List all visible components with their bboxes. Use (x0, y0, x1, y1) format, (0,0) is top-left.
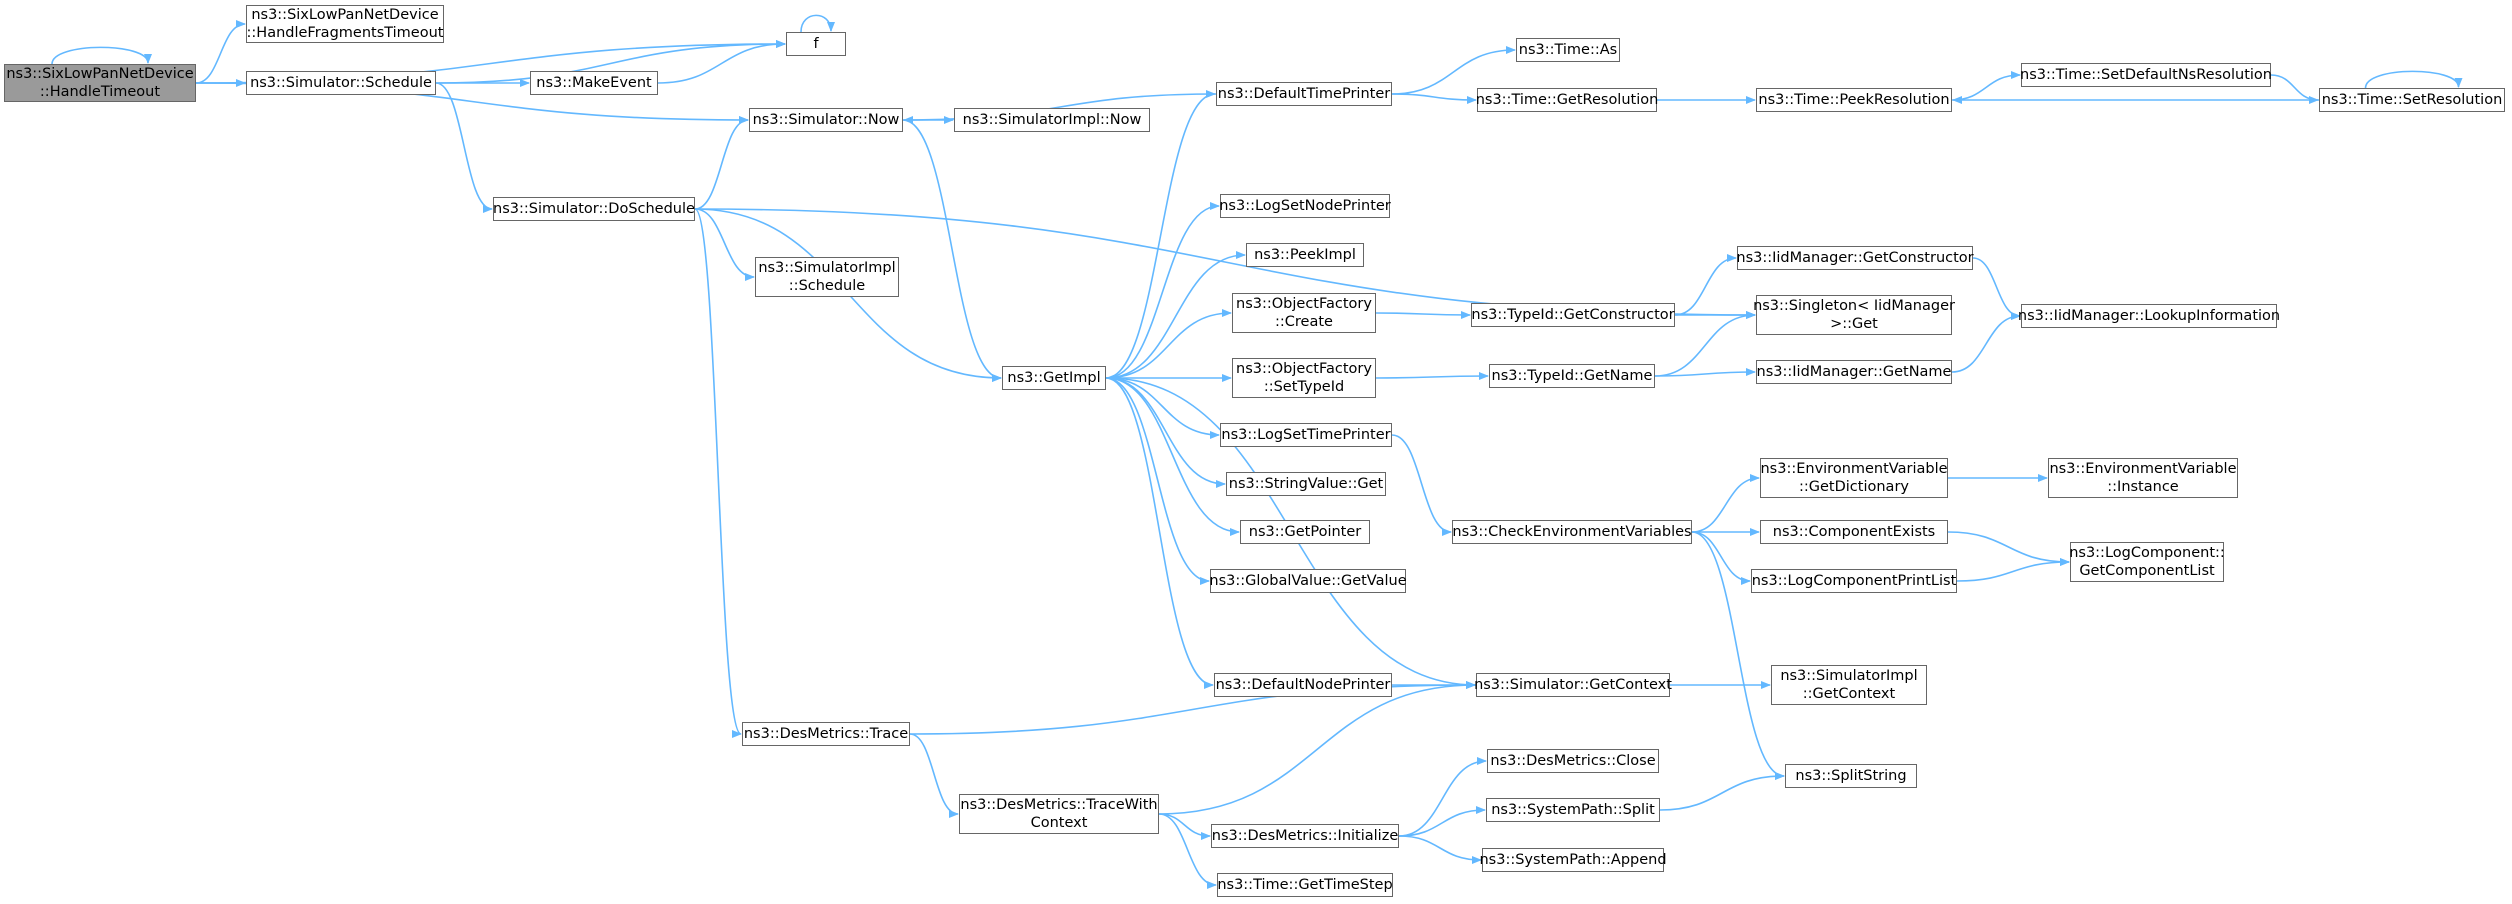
edge-des_trace-to-trace_ctx (909, 733, 959, 818)
node-logcomponent-get-component-list[interactable]: ns3::LogComponent::GetComponentList (2069, 542, 2225, 582)
node-desmetrics-trace[interactable]: ns3::DesMetrics::Trace (742, 722, 910, 746)
edge-systempath_split-to-split_string (1659, 772, 1785, 811)
edge-get_impl-to-string_value_get (1105, 377, 1226, 488)
node-time-peek-resolution[interactable]: ns3::Time::PeekResolution (1756, 88, 1952, 112)
edge-layer (51, 14, 2463, 889)
node-typeid-get-constructor[interactable]: ns3::TypeId::GetConstructor (1471, 303, 1675, 327)
node-environmentvariable-instance[interactable]: ns3::EnvironmentVariable::Instance (2048, 458, 2238, 498)
edge-iid_get_name-to-iid_lookup (1951, 312, 2021, 373)
node-systempath-append[interactable]: ns3::SystemPath::Append (1479, 848, 1667, 872)
node-get-impl[interactable]: ns3::GetImpl (1002, 366, 1106, 390)
edge-get_impl-to-log_set_time_printer (1105, 377, 1220, 439)
edge-f-to-f (800, 14, 835, 33)
edge-des_initialize-to-systempath_split (1398, 806, 1486, 837)
edge-default_time_printer-to-get_resolution (1391, 93, 1477, 104)
node-iidmanager-get-name[interactable]: ns3::IidManager::GetName (1756, 360, 1952, 384)
node-simulatorimpl-schedule[interactable]: ns3::SimulatorImpl::Schedule (755, 257, 899, 297)
node-desmetrics-initialize[interactable]: ns3::DesMetrics::Initialize (1211, 824, 1399, 848)
edge-get_impl-to-default_node_printer (1105, 377, 1214, 689)
edge-sim_schedule-to-f (435, 40, 786, 84)
node-f[interactable]: f (786, 32, 846, 56)
node-time-get-resolution[interactable]: ns3::Time::GetResolution (1476, 88, 1658, 112)
edge-des_initialize-to-des_close (1398, 757, 1487, 837)
node-time-get-timestep[interactable]: ns3::Time::GetTimeStep (1217, 873, 1393, 897)
edge-log_component_print_list-to-log_get_component_list (1956, 558, 2070, 582)
node-time-set-default-ns-resolution[interactable]: ns3::Time::SetDefaultNsResolution (2020, 63, 2272, 87)
edge-iid_get_constructor-to-iid_lookup (1972, 257, 2021, 320)
node-log-set-node-printer[interactable]: ns3::LogSetNodePrinter (1219, 194, 1391, 218)
edge-get_impl-to-log_set_node_printer (1105, 202, 1220, 379)
node-component-exists[interactable]: ns3::ComponentExists (1760, 520, 1948, 544)
node-handle-fragments-timeout[interactable]: ns3::SixLowPanNetDevice::HandleFragments… (246, 5, 444, 43)
node-singleton-iidmanager-get[interactable]: ns3::Singleton< IidManager >::Get (1753, 295, 1955, 335)
node-desmetrics-close[interactable]: ns3::DesMetrics::Close (1487, 749, 1659, 773)
node-simulator-do-schedule[interactable]: ns3::Simulator::DoSchedule (493, 197, 695, 221)
node-simulator-now[interactable]: ns3::Simulator::Now (749, 108, 903, 132)
edge-typeid_get_name-to-singleton_get (1654, 311, 1756, 377)
edge-trace_ctx-to-time_get_timestep (1158, 813, 1217, 889)
edge-default_time_printer-to-time_as (1391, 46, 1516, 95)
edge-do_schedule-to-simimpl_schedule (694, 208, 755, 281)
node-simulatorimpl-now[interactable]: ns3::SimulatorImpl::Now (954, 108, 1150, 132)
node-simulatorimpl-get-context[interactable]: ns3::SimulatorImpl::GetContext (1771, 665, 1927, 705)
node-simulator-get-context[interactable]: ns3::Simulator::GetContext (1474, 673, 1672, 697)
node-make-event[interactable]: ns3::MakeEvent (530, 71, 658, 95)
edge-trace_ctx-to-sim_get_context (1158, 681, 1476, 815)
edge-set_default_ns-to-set_resolution (2270, 74, 2319, 104)
node-environmentvariable-get-dictionary[interactable]: ns3::EnvironmentVariable::GetDictionary (1760, 458, 1948, 498)
node-iidmanager-get-constructor[interactable]: ns3::IidManager::GetConstructor (1736, 246, 1974, 270)
edge-of_set_typeid-to-typeid_get_name (1375, 372, 1489, 381)
node-objectfactory-set-typeid[interactable]: ns3::ObjectFactory::SetTypeId (1232, 358, 1376, 398)
edge-make_event-to-f (657, 40, 786, 84)
node-time-as[interactable]: ns3::Time::As (1516, 38, 1620, 62)
node-time-set-resolution[interactable]: ns3::Time::SetResolution (2319, 88, 2505, 112)
node-systempath-split[interactable]: ns3::SystemPath::Split (1486, 798, 1660, 822)
node-check-environment-variables[interactable]: ns3::CheckEnvironmentVariables (1452, 520, 1692, 544)
node-log-set-time-printer[interactable]: ns3::LogSetTimePrinter (1220, 423, 1392, 447)
edge-root-to-handle_frag (195, 20, 246, 84)
edge-check_env-to-env_get_dict (1691, 474, 1760, 533)
edge-typeid_get_constructor-to-iid_get_constructor (1674, 254, 1737, 316)
node-simulator-schedule[interactable]: ns3::Simulator::Schedule (246, 71, 436, 95)
node-typeid-get-name[interactable]: ns3::TypeId::GetName (1489, 364, 1655, 388)
edge-check_env-to-split_string (1691, 531, 1785, 780)
node-get-pointer[interactable]: ns3::GetPointer (1240, 520, 1370, 544)
edge-get_impl-to-of_create (1105, 309, 1232, 379)
edge-typeid_get_name-to-iid_get_name (1654, 368, 1756, 377)
node-iidmanager-lookup-information[interactable]: ns3::IidManager::LookupInformation (2018, 304, 2280, 328)
edge-peek_resolution-to-set_default_ns (1951, 71, 2021, 101)
edge-of_create-to-typeid_get_constructor (1375, 310, 1471, 319)
edge-sim_schedule-to-do_schedule (435, 82, 493, 213)
node-default-node-printer[interactable]: ns3::DefaultNodePrinter (1214, 673, 1392, 697)
node-stringvalue-get[interactable]: ns3::StringValue::Get (1226, 472, 1386, 496)
edge-check_env-to-log_component_print_list (1691, 531, 1751, 585)
node-peek-impl[interactable]: ns3::PeekImpl (1246, 243, 1364, 267)
node-split-string[interactable]: ns3::SplitString (1785, 764, 1917, 788)
edge-do_schedule-to-sim_now (694, 116, 749, 210)
node-default-time-printer[interactable]: ns3::DefaultTimePrinter (1216, 82, 1392, 106)
edge-get_impl-to-default_time_printer (1105, 90, 1216, 379)
edge-trace_ctx-to-des_initialize (1158, 813, 1211, 840)
edge-get_impl-to-peek_impl (1105, 251, 1246, 379)
node-log-component-print-list[interactable]: ns3::LogComponentPrintList (1751, 569, 1957, 593)
edge-log_set_time_printer-to-check_env (1391, 434, 1452, 536)
edge-des_initialize-to-systempath_append (1398, 835, 1482, 864)
edge-get_impl-to-get_pointer (1105, 377, 1240, 536)
edge-set_resolution-to-set_resolution (2364, 70, 2463, 89)
edge-root-to-root (51, 46, 152, 65)
node-objectfactory-create[interactable]: ns3::ObjectFactory::Create (1232, 293, 1376, 333)
node-sixlowpan-handle-timeout[interactable]: ns3::SixLowPanNetDevice::HandleTimeout (4, 64, 196, 102)
edge-get_impl-to-global_value_get (1105, 377, 1210, 585)
edge-do_schedule-to-des_trace (694, 208, 742, 738)
edge-component_exists-to-log_get_component_list (1947, 531, 2070, 566)
edge-sim_now-to-get_impl (902, 119, 1002, 382)
node-globalvalue-get-value[interactable]: ns3::GlobalValue::GetValue (1209, 569, 1407, 593)
